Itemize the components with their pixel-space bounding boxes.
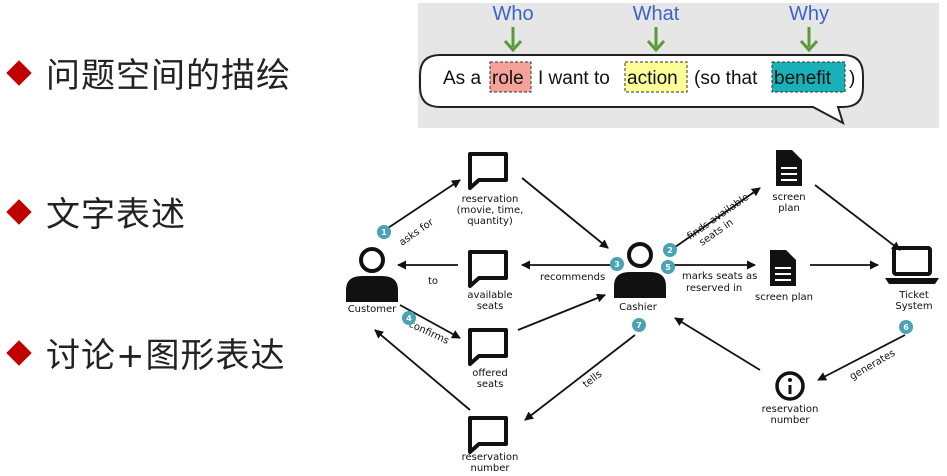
badge-3: 3: [610, 257, 624, 271]
label-available-2: seats: [477, 301, 504, 312]
edge-ticket-resnum-info: [817, 334, 906, 381]
label-ticket-2: System: [895, 301, 932, 312]
edge-screen1-ticket: [814, 184, 901, 251]
reservation-number-info-icon: [775, 371, 805, 401]
badge-7: 7: [632, 318, 646, 332]
badge-6: 6: [899, 320, 913, 334]
label-offered-2: seats: [477, 379, 504, 390]
edge-label-recommends: recommends: [540, 272, 605, 283]
edges: [374, 177, 906, 421]
story-close: ): [849, 68, 855, 89]
offered-seats-chat-icon: [468, 328, 508, 366]
edge-customer-reservation: [384, 179, 461, 231]
edge-cashier-resnum: [524, 334, 636, 421]
edge-resnum-customer: [374, 329, 471, 411]
bullet-problem-space: 问题空间的描绘: [6, 48, 291, 97]
header-why: Why: [789, 3, 829, 25]
cashier-person-icon: [614, 242, 666, 298]
down-arrows: [503, 27, 819, 53]
screen-plan-document-icon: [776, 150, 802, 186]
badge-3-text: 3: [614, 260, 620, 269]
story-role: role: [492, 68, 524, 89]
diamond-bullet-icon: [6, 59, 32, 86]
badge-4: 4: [402, 311, 416, 325]
label-resnum-2: number: [470, 463, 510, 474]
badge-5-text: 5: [665, 263, 671, 272]
header-what: What: [633, 3, 680, 25]
bullet-text: 讨论+图形表达: [46, 336, 286, 376]
label-available-1: available: [467, 290, 512, 301]
customer-person-icon: [346, 247, 398, 302]
available-seats-chat-icon: [468, 250, 508, 288]
label-ticket-1: Ticket: [898, 290, 929, 301]
story-prefix: As a: [443, 68, 481, 89]
badge-6-text: 6: [903, 323, 909, 332]
header-who: Who: [492, 3, 533, 25]
label-resnum-1: reservation: [462, 452, 519, 463]
edge-label-tells: tells: [581, 369, 604, 391]
benefit-highlight: [771, 61, 846, 93]
reservation-request-chat-icon: [468, 152, 508, 190]
label-customer: Customer: [348, 304, 397, 315]
label-resnum-info-2: number: [770, 415, 810, 426]
diamond-bullet-icon: [6, 339, 32, 366]
label-cashier: Cashier: [619, 302, 658, 313]
role-highlight: [489, 61, 532, 93]
label-reservation-request-2: (movie, time,: [457, 205, 524, 216]
story-so-that: (so that: [694, 68, 758, 89]
label-screen1-1: screen: [772, 192, 805, 203]
reservation-number-chat-icon: [468, 416, 508, 454]
screen-plan-2-document-icon: [770, 250, 796, 286]
edge-reservation-cashier: [521, 177, 609, 249]
edge-label-asks-for: asks for: [397, 216, 436, 248]
story-map-diagram: asks for to confirms recommends finds av…: [346, 150, 939, 474]
label-screen1-2: plan: [778, 203, 800, 214]
badge-5: 5: [661, 260, 675, 274]
badge-1: 1: [377, 225, 391, 239]
diamond-bullet-icon: [6, 198, 32, 225]
label-reservation-request-1: reservation: [462, 194, 519, 205]
edge-label-to: to: [428, 276, 438, 287]
badge-2: 2: [663, 243, 677, 257]
badge-7-text: 7: [636, 321, 642, 330]
bullet-text: 文字表述: [46, 195, 186, 235]
ticket-system-laptop-icon: [885, 246, 939, 284]
badge-2-text: 2: [667, 246, 673, 255]
edge-cashier-screen1: [667, 187, 761, 253]
story-benefit: benefit: [774, 68, 832, 89]
user-story-panel: Who What Why As a role I want to action …: [418, 3, 939, 128]
label-offered-1: offered: [472, 368, 508, 379]
label-screen2: screen plan: [755, 292, 813, 303]
bullet-text: 问题空间的描绘: [46, 56, 291, 96]
edge-resnum-info-cashier: [674, 317, 761, 371]
action-highlight: [624, 61, 688, 93]
badge-1-text: 1: [381, 228, 387, 237]
bullet-discussion-graphics: 讨论+图形表达: [6, 328, 286, 377]
edge-label-generates: generates: [848, 348, 897, 383]
badge-4-text: 4: [406, 314, 412, 323]
edge-label-marks-1: marks seats as: [682, 271, 757, 282]
edge-customer-offered: [399, 304, 461, 339]
bullet-text-description: 文字表述: [6, 187, 186, 236]
story-action: action: [627, 68, 678, 89]
edge-label-marks-2: reserved in: [686, 283, 742, 294]
edge-offered-cashier: [517, 293, 606, 331]
story-middle: I want to: [538, 68, 610, 89]
label-reservation-request-3: quantity): [467, 216, 513, 227]
label-resnum-info-1: reservation: [762, 404, 819, 415]
